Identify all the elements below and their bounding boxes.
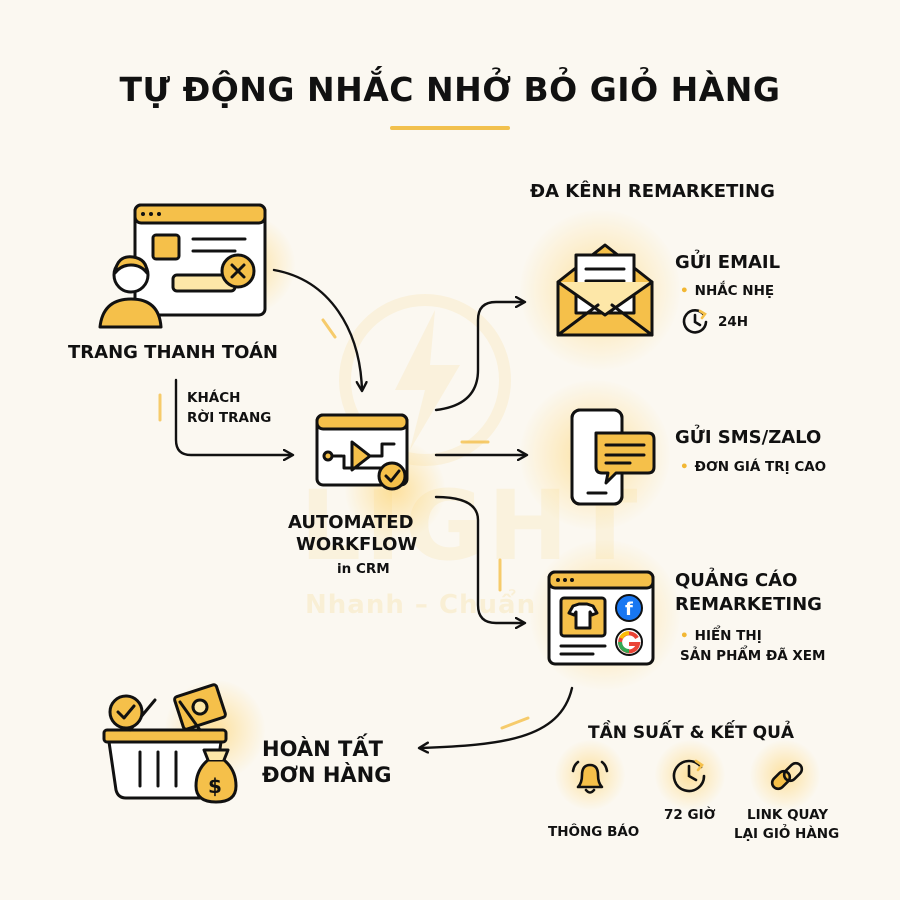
email-envelope-icon [556, 243, 654, 337]
workflow-label-line1: AUTOMATED [288, 512, 414, 533]
workflow-label-line2: WORKFLOW [296, 534, 418, 555]
ads-title-line1: QUẢNG CÁO [675, 570, 798, 591]
sms-phone-icon [570, 408, 656, 506]
arrow-to-ads [434, 495, 524, 623]
automated-workflow-icon [315, 413, 409, 491]
result-label-link-line2: LẠI GIỎ HÀNG [734, 826, 840, 842]
remarketing-ads-icon: f [547, 570, 655, 666]
bell-icon [571, 760, 609, 794]
workflow-label-line3: in CRM [337, 561, 390, 577]
svg-text:f: f [625, 599, 633, 620]
order-label-line1: HOÀN TẤT [262, 737, 383, 761]
arrow-leave-page [174, 378, 292, 455]
email-clock-icon [682, 309, 708, 334]
ads-bullet-line1: HIỂN THỊ [680, 628, 762, 644]
svg-text:$: $ [208, 774, 222, 798]
title-underline [390, 126, 510, 130]
leave-page-note-line2: RỜI TRANG [187, 410, 272, 426]
email-time: 24H [718, 314, 749, 330]
results-heading: TẦN SUẤT & KẾT QUẢ [588, 723, 795, 743]
email-title: GỬI EMAIL [675, 252, 781, 273]
arrow-to-order [420, 686, 574, 748]
order-basket-icon: $ [102, 683, 238, 804]
result-label-notification: THÔNG BÁO [548, 824, 640, 840]
arrow-to-email [434, 302, 524, 412]
watermark-slogan: Nhanh – Chuẩn – [305, 590, 561, 620]
link-icon [770, 761, 804, 791]
sms-title: GỬI SMS/ZALO [675, 427, 822, 448]
leave-page-note-line1: KHÁCH [187, 390, 241, 406]
page-title: TỰ ĐỘNG NHẮC NHỞ BỎ GIỎ HÀNG [119, 70, 781, 109]
order-label-line2: ĐƠN HÀNG [262, 763, 392, 787]
channels-heading: ĐA KÊNH REMARKETING [530, 181, 775, 202]
ads-bullet-line2: SẢN PHẨM ĐÃ XEM [680, 648, 826, 664]
checkout-page-icon [98, 203, 267, 329]
ads-title-line2: REMARKETING [675, 594, 822, 615]
sms-bullet: ĐƠN GIÁ TRỊ CAO [680, 459, 827, 475]
arrow-checkout-to-workflow [272, 268, 362, 390]
result-label-72h: 72 GIỜ [664, 807, 716, 823]
email-bullet: NHẮC NHẸ [680, 283, 774, 299]
result-label-link-line1: LINK QUAY [747, 807, 829, 823]
checkout-label: TRANG THANH TOÁN [68, 342, 278, 363]
clock-icon [672, 759, 706, 793]
